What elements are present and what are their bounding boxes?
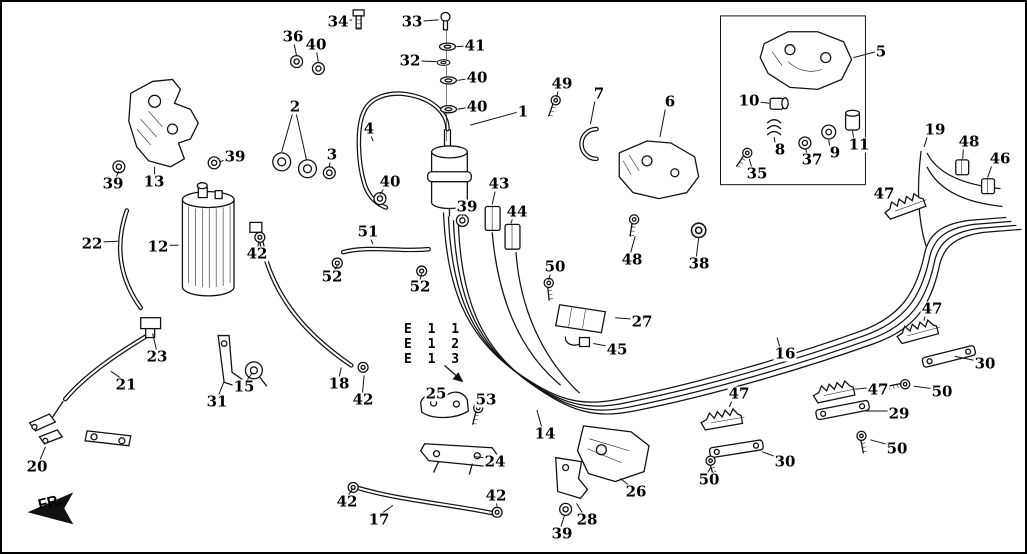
hose-clamps [254,231,503,518]
bracket-6-group [539,93,707,302]
subassembly-frame [719,15,866,186]
bolt-33 [440,11,451,31]
bracket-13 [112,78,221,174]
filter-washer-stack [436,11,458,148]
left-lower-group [28,317,268,447]
ecode-arrow [444,364,464,383]
bolt-34 [352,9,365,30]
fr-arrow-icon [27,492,74,525]
purge-valve-group [272,9,365,180]
engine-code: E 1 1 [404,322,464,337]
bracket-26-28 [555,425,650,516]
canister [181,182,263,297]
fuel-filter [373,145,472,217]
right-side-clips [699,159,996,479]
bracket-5-group [730,31,861,170]
engine-code: E 1 2 [404,337,464,352]
fuel-line-bundle [442,150,1022,415]
engine-code: E 1 3 [404,352,464,367]
clip-43-44 [455,205,521,250]
bracket-27-45 [554,304,607,348]
bracket-24-25 [419,391,500,475]
